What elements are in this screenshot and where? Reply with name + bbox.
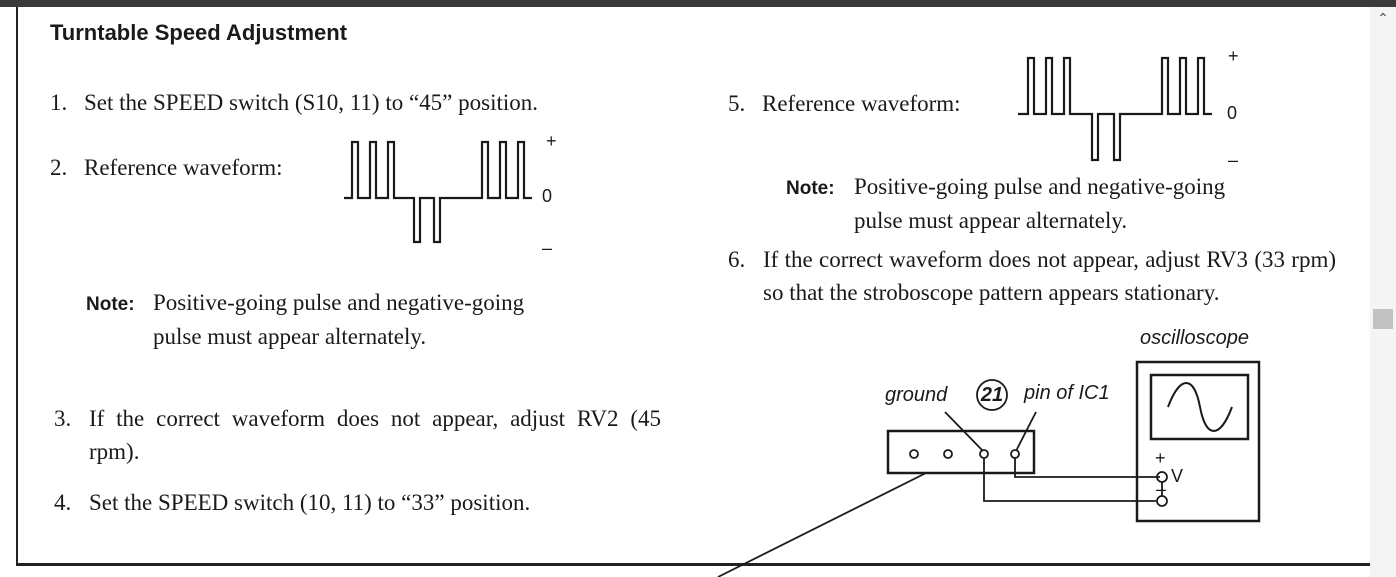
step-5-text: Reference waveform:	[762, 91, 961, 116]
step-6-number: 6.	[728, 247, 746, 272]
note-1-label: Note:	[86, 294, 135, 315]
step-2-text: Reference waveform:	[84, 155, 283, 180]
pin-of-ic1-label: pin of IC1	[1024, 382, 1110, 404]
step-3-text: If the correct waveform does not appear,…	[89, 406, 661, 464]
waveform-2-zero-label: 0	[1227, 103, 1238, 123]
reference-waveform-1	[344, 140, 532, 244]
note-2-line-1: Positive-going pulse and negative-going	[854, 174, 1226, 199]
board-terminal-2	[943, 449, 953, 459]
scroll-up-icon[interactable]: ⌃	[1377, 11, 1389, 27]
sine-wave-icon	[1167, 382, 1233, 432]
waveform-2-plus-label: +	[1228, 46, 1239, 66]
pin-number-label: 21	[980, 384, 1004, 406]
board-cable	[717, 472, 927, 577]
step-3-number: 3.	[54, 406, 72, 431]
pin-21-terminal	[1010, 449, 1020, 459]
ground-wire	[983, 458, 1156, 502]
section-title: Turntable Speed Adjustment	[50, 20, 348, 45]
note-2-line-2: pulse must appear alternately.	[854, 208, 1128, 233]
note-1-line-2: pulse must appear alternately.	[153, 324, 427, 349]
input-plus-label: +	[1155, 448, 1166, 468]
window-top-bar	[0, 0, 1396, 7]
scroll-thumb[interactable]	[1373, 309, 1393, 329]
step-2-number: 2.	[50, 155, 68, 180]
waveform-1-zero-label: 0	[542, 186, 553, 206]
oscilloscope-label: oscilloscope	[1140, 327, 1249, 349]
ground-terminal	[979, 449, 989, 459]
signal-wire	[1014, 458, 1160, 478]
step-5-number: 5.	[728, 91, 746, 116]
step-1-text: Set the SPEED switch (S10, 11) to “45” p…	[84, 90, 539, 115]
vertical-scrollbar[interactable]: ⌃	[1370, 7, 1396, 577]
circuit-board	[886, 429, 1036, 475]
pin-number-circle	[976, 379, 1008, 411]
oscilloscope-body	[1135, 360, 1261, 523]
ground-label: ground	[885, 384, 948, 406]
step-4-number: 4.	[54, 490, 72, 515]
ground-pointer-line	[944, 411, 984, 452]
board-terminal-1	[909, 449, 919, 459]
note-2-label: Note:	[786, 178, 835, 199]
input-v-label: V	[1171, 466, 1184, 486]
step-4-text: Set the SPEED switch (10, 11) to “33” po…	[89, 490, 531, 515]
step-6-text: If the correct waveform does not appear,…	[763, 247, 1336, 305]
reference-waveform-2	[1018, 56, 1212, 162]
note-1-line-1: Positive-going pulse and negative-going	[153, 290, 525, 315]
pin-pointer-line	[1015, 411, 1037, 452]
input-minus-label: –	[1156, 479, 1167, 499]
step-1-number: 1.	[50, 90, 68, 115]
document-page-frame	[16, 7, 1370, 566]
waveform-1-plus-label: +	[546, 131, 557, 151]
oscilloscope-screen	[1149, 373, 1250, 441]
waveform-1-minus-label: –	[542, 238, 553, 258]
waveform-2-minus-label: –	[1228, 150, 1239, 170]
